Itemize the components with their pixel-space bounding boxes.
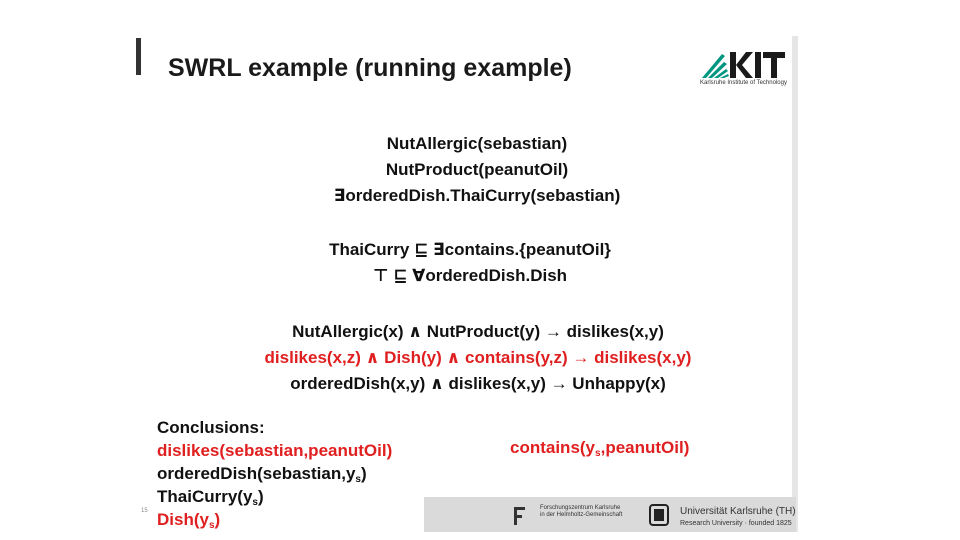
footer-bar [424, 497, 796, 532]
conclusions-heading: Conclusions: [157, 418, 265, 437]
conclusions-block: Conclusions: dislikes(sebastian,peanutOi… [157, 416, 392, 531]
conclusion-text: dislikes(sebastian,peanutOil) [157, 441, 393, 460]
fact-line: NutProduct(peanutOil) [385, 160, 569, 179]
conclusion-item-right: contains(ys,peanutOil) [510, 438, 689, 459]
fz-line: in der Helmholtz-Gemeinschaft [540, 512, 623, 518]
page-number: 15 [141, 508, 148, 514]
rule-line: NutAllergic(x) ∧ NutProduct(y) → dislike… [292, 322, 664, 341]
uni-line: Universität Karlsruhe (TH) [680, 506, 796, 517]
rule-line: orderedDish(x,y) ∧ dislikes(x,y) → Unhap… [290, 374, 666, 393]
conclusion-item: ThaiCurry(ys) [157, 485, 392, 508]
slide [136, 36, 798, 532]
facts-block: NutAllergic(sebastian) NutProduct(peanut… [312, 131, 642, 209]
fz-line: Forschungszentrum Karlsruhe [540, 505, 621, 511]
subscript: s [208, 520, 215, 531]
subscript: s [355, 474, 361, 485]
rule-line-highlighted: dislikes(x,z) ∧ Dish(y) ∧ contains(y,z) … [264, 348, 692, 367]
university-text: Universität Karlsruhe (TH) Research Univ… [680, 506, 796, 530]
slide-title: SWRL example (running example) [168, 54, 572, 82]
forschungszentrum-text: Forschungszentrum Karlsruhe in der Helmh… [540, 505, 622, 519]
conclusion-text: ) [214, 510, 221, 529]
conclusion-text: ThaiCurry(y [157, 487, 253, 506]
conclusion-text: ) [360, 464, 367, 483]
conclusion-item: dislikes(sebastian,peanutOil) [157, 439, 392, 462]
fact-line: NutAllergic(sebastian) [386, 134, 568, 153]
title-accent-bar [136, 38, 141, 75]
kit-logo [702, 52, 785, 78]
fact-line: ∃orderedDish.ThaiCurry(sebastian) [333, 186, 621, 205]
conclusion-item: Dish(ys) [157, 508, 392, 531]
kit-subtitle: Karlsruhe Institute of Technology [700, 80, 787, 86]
slide-edge [792, 36, 798, 532]
conclusion-text: contains(y [510, 438, 596, 457]
university-emblem [649, 504, 669, 526]
forschungszentrum-logo [514, 507, 525, 525]
conclusion-text: ,peanutOil) [600, 438, 690, 457]
conclusion-text: orderedDish(sebastian,y [157, 464, 356, 483]
conclusion-item: orderedDish(sebastian,ys) [157, 462, 392, 485]
axiom-line: ⊤ ⊑ ∀orderedDish.Dish [372, 266, 568, 285]
rules-block: NutAllergic(x) ∧ NutProduct(y) → dislike… [228, 319, 728, 397]
subscript: s [252, 497, 258, 508]
subscript: s [595, 448, 601, 459]
uni-line: Research University · founded 1825 [680, 520, 792, 527]
conclusion-text: ) [257, 487, 264, 506]
axioms-block: ThaiCurry ⊑ ∃contains.{peanutOil} ⊤ ⊑ ∀o… [300, 237, 640, 289]
axiom-line: ThaiCurry ⊑ ∃contains.{peanutOil} [329, 240, 611, 259]
conclusion-text: Dish(y [157, 510, 209, 529]
